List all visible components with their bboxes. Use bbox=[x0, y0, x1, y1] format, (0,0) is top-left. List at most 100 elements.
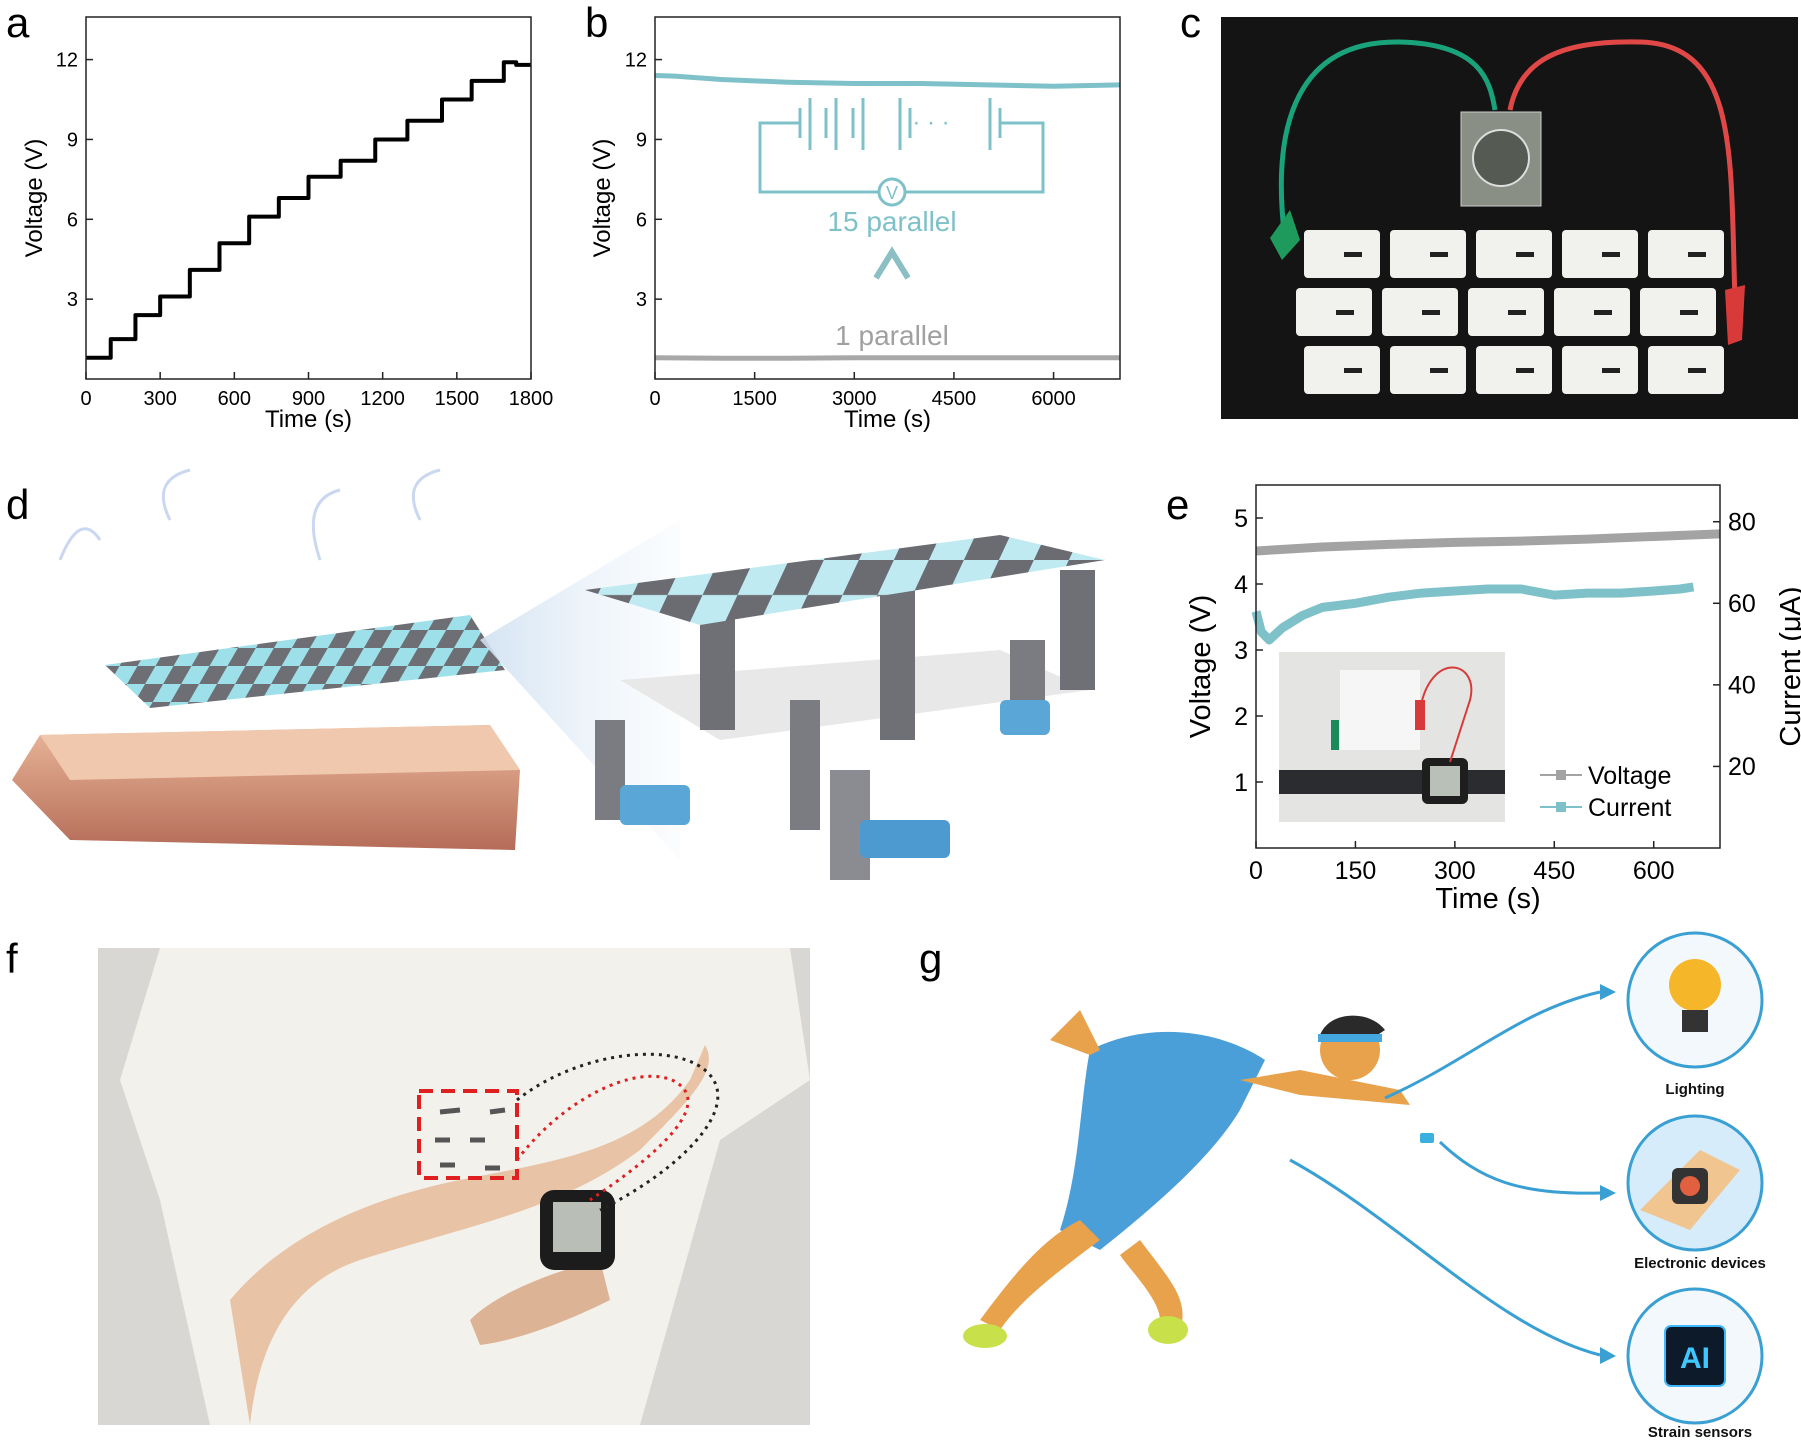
label-electronic-devices: Electronic devices bbox=[1634, 1255, 1766, 1272]
x-tick-label: 0 bbox=[649, 388, 660, 410]
plot-frame bbox=[1255, 484, 1721, 849]
y2-tick-label: 60 bbox=[1728, 590, 1756, 618]
y-tick-label: 4 bbox=[1234, 571, 1248, 599]
label-lighting: Lighting bbox=[1665, 1081, 1724, 1098]
label-strain-sensors: Strain sensors bbox=[1648, 1424, 1752, 1441]
red-clip bbox=[1725, 285, 1745, 345]
x-tick-label: 1200 bbox=[360, 388, 405, 410]
blue-pad bbox=[620, 785, 690, 825]
energy-module bbox=[1562, 346, 1638, 394]
x-tick-label: 3000 bbox=[832, 388, 877, 410]
module-electrode bbox=[1344, 368, 1362, 373]
y-axis-title: Voltage (V) bbox=[1185, 595, 1217, 738]
module-electrode bbox=[1602, 252, 1620, 257]
x-axis-title: Time (s) bbox=[1435, 883, 1540, 915]
strain-sensors-icon: AI bbox=[1626, 1287, 1764, 1425]
series-line-15-parallel bbox=[654, 73, 1121, 89]
annotation-15-parallel: 15 parallel bbox=[827, 206, 956, 237]
x-tick-label: 1500 bbox=[435, 388, 480, 410]
x-tick-label: 450 bbox=[1533, 857, 1575, 885]
annotation-1-parallel: 1 parallel bbox=[835, 320, 949, 351]
module-electrode bbox=[1688, 252, 1706, 257]
green-wire bbox=[1278, 39, 1498, 241]
y2-tick-label: 80 bbox=[1728, 508, 1756, 536]
mesh-layer bbox=[620, 650, 1090, 740]
application-arrows bbox=[1289, 990, 1601, 1357]
energy-module bbox=[1304, 230, 1380, 278]
x-tick-label: 1800 bbox=[509, 388, 554, 410]
x-axis-title: Time (s) bbox=[265, 406, 352, 433]
energy-module bbox=[1648, 230, 1724, 278]
y-axis-title: Voltage (V) bbox=[21, 139, 48, 258]
module-electrode bbox=[1344, 252, 1362, 257]
red-wire bbox=[1507, 39, 1738, 301]
ai-chip-label: AI bbox=[1680, 1342, 1710, 1375]
smartwatch bbox=[540, 1190, 615, 1270]
x-axis-title: Time (s) bbox=[844, 406, 931, 433]
x-tick-label: 600 bbox=[218, 388, 251, 410]
y-tick-label: 12 bbox=[625, 50, 647, 72]
energy-module bbox=[1640, 288, 1716, 336]
x-tick-label: 900 bbox=[292, 388, 325, 410]
y-tick-label: 3 bbox=[636, 289, 647, 311]
module-electrode bbox=[1516, 252, 1534, 257]
red-wire-path bbox=[515, 1074, 690, 1202]
arm bbox=[230, 1045, 709, 1425]
y-tick-label: 9 bbox=[67, 129, 78, 151]
zoom-cone bbox=[480, 520, 680, 860]
energy-module bbox=[1468, 288, 1544, 336]
module-electrode bbox=[1594, 310, 1612, 315]
module-electrode bbox=[1680, 310, 1698, 315]
x-tick-label: 300 bbox=[143, 388, 176, 410]
weave-closeup bbox=[585, 535, 1105, 625]
energy-module bbox=[1382, 288, 1458, 336]
voltmeter-label: V bbox=[886, 183, 898, 203]
y-tick-label: 12 bbox=[56, 50, 78, 72]
y2-tick-label: 40 bbox=[1728, 672, 1756, 700]
y-tick-label: 3 bbox=[1234, 637, 1248, 665]
x-tick-label: 1500 bbox=[732, 388, 777, 410]
plot-frame bbox=[654, 16, 1121, 380]
y-tick-label: 9 bbox=[636, 129, 647, 151]
series-line-current bbox=[1251, 582, 1695, 645]
legend-label-voltage: Voltage bbox=[1588, 762, 1671, 790]
module-electrode bbox=[1430, 252, 1448, 257]
white-shirt bbox=[120, 948, 810, 1425]
series-line-voltage bbox=[1255, 529, 1721, 556]
device-highlight-box bbox=[417, 1089, 519, 1180]
woven-patch bbox=[105, 615, 505, 708]
panel-label-a: a bbox=[6, 0, 30, 46]
inset-photo-watch bbox=[1279, 652, 1505, 822]
y-tick-label: 2 bbox=[1234, 703, 1248, 731]
x-tick-label: 4500 bbox=[932, 388, 977, 410]
energy-module bbox=[1296, 288, 1372, 336]
module-electrode bbox=[1422, 310, 1440, 315]
y-tick-label: 3 bbox=[67, 289, 78, 311]
x-tick-label: 300 bbox=[1434, 857, 1476, 885]
runner-figure bbox=[963, 1010, 1434, 1348]
energy-module bbox=[1304, 346, 1380, 394]
legend-marker-current bbox=[1556, 802, 1566, 812]
energy-module bbox=[1562, 230, 1638, 278]
black-wire-path bbox=[516, 1052, 720, 1212]
series-line-1-parallel bbox=[654, 355, 1120, 361]
panel-label-e: e bbox=[1166, 481, 1190, 528]
x-tick-label: 6000 bbox=[1031, 388, 1076, 410]
energy-module bbox=[1648, 346, 1724, 394]
x-tick-label: 0 bbox=[1249, 857, 1263, 885]
energy-module bbox=[1476, 346, 1552, 394]
y-tick-label: 5 bbox=[1234, 505, 1248, 533]
x-tick-label: 150 bbox=[1335, 857, 1377, 885]
y2-tick-label: 20 bbox=[1728, 753, 1756, 781]
legend-marker-voltage bbox=[1556, 770, 1566, 780]
energy-module bbox=[1554, 288, 1630, 336]
module-electrode bbox=[1688, 368, 1706, 373]
y2-axis-title: Current (μA) bbox=[1775, 586, 1801, 746]
